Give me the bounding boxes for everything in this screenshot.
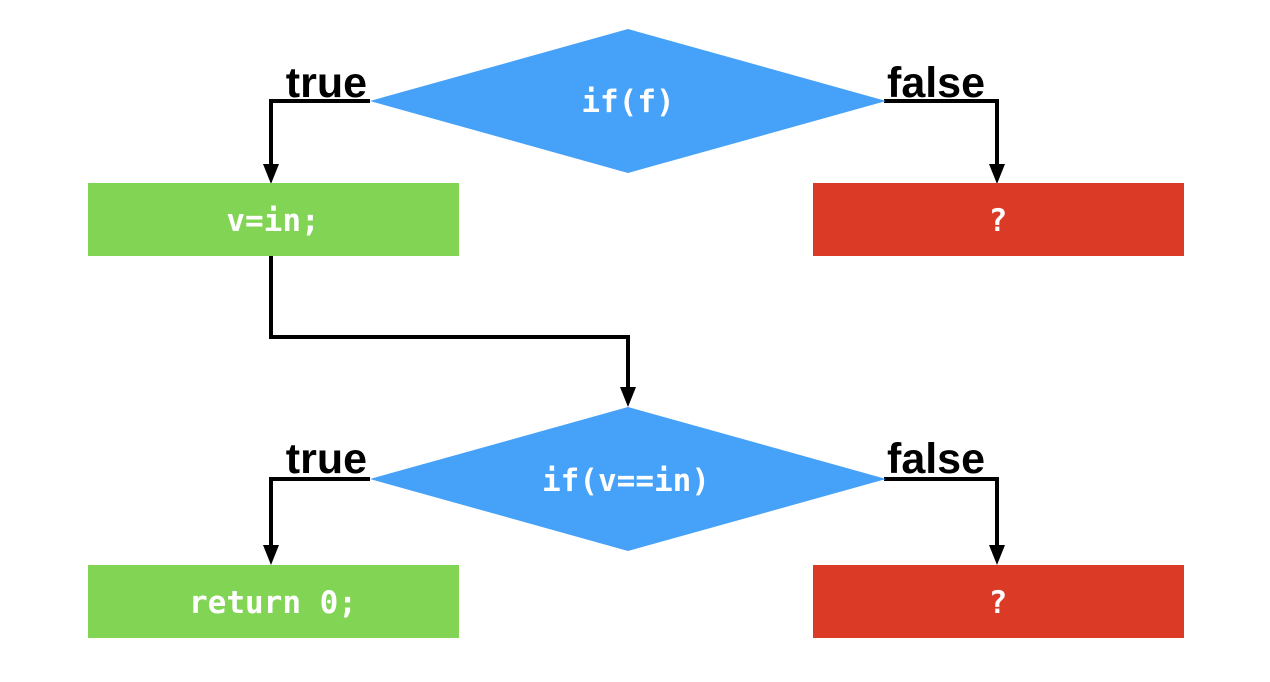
arrowhead-decision-1-false [989,164,1005,184]
action-node-2-true: return 0; [88,565,459,638]
action-label-2-false: ? [989,585,1008,621]
branch-label-decision-2-true: true [286,435,367,483]
action-box-2-false [813,565,1184,638]
action-box-2-true [88,565,459,638]
branch-label-decision-2-false: false [887,435,985,483]
edge-action-1-to-decision-2 [269,256,630,390]
action-box-1-true [88,183,459,256]
action-label-2-true: return 0; [189,585,357,621]
arrowhead-decision-2-false [989,545,1005,565]
action-node-1-true: v=in; [88,183,459,256]
branch-label-decision-1-true: true [286,59,367,107]
decision-label-1: if(f) [581,84,674,120]
decision-node-2: if(v==in) [370,407,886,551]
decision-diamond-2 [370,407,886,551]
action-node-1-false: ? [813,183,1184,256]
decision-node-1: if(f) [370,29,886,173]
edge-decision-1-false [884,99,999,167]
arrowhead-decision-2-true [263,545,279,565]
action-node-2-false: ? [813,565,1184,638]
arrowhead-decision-2-entry [620,387,636,407]
decision-diamond-1 [370,29,886,173]
action-label-1-false: ? [989,203,1008,239]
edge-decision-2-true [269,477,370,548]
branch-label-decision-1-false: false [887,59,985,107]
edge-decision-1-true [269,99,370,167]
edge-decision-2-false [884,477,999,548]
action-label-1-true: v=in; [226,203,319,239]
arrowhead-decision-1-true [263,164,279,184]
action-box-1-false [813,183,1184,256]
decision-label-2: if(v==in) [542,463,710,499]
